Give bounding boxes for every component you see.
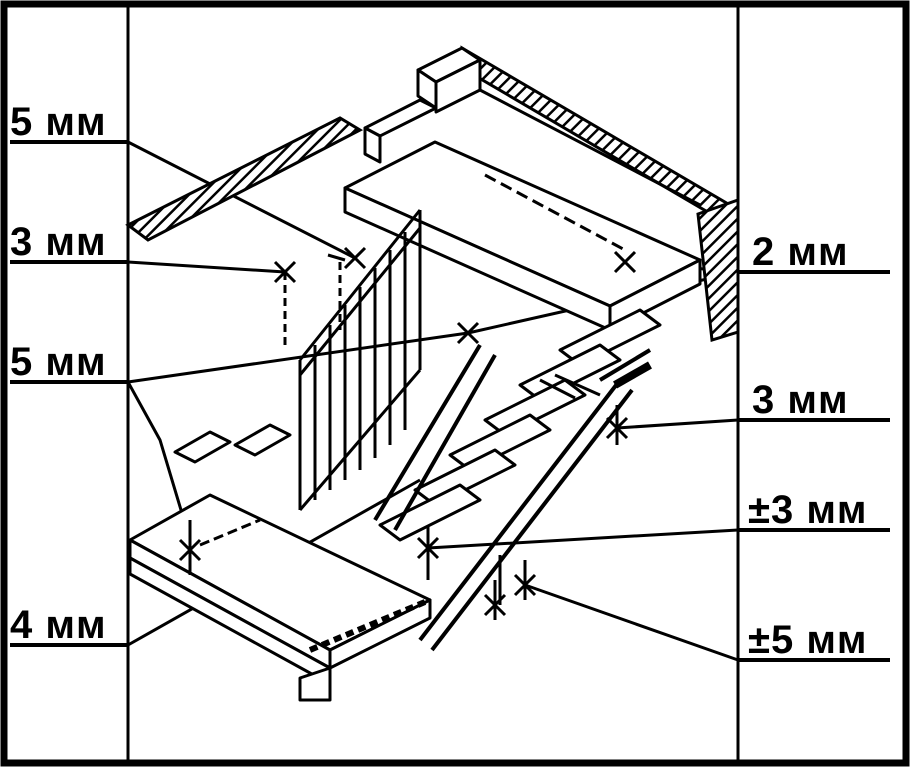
label-3mm-right: 3 мм: [752, 378, 849, 422]
label-5mm-top: 5 мм: [10, 100, 107, 144]
label-pm5mm: ±5 мм: [748, 618, 868, 662]
label-4mm: 4 мм: [10, 603, 107, 647]
stair-flight: [378, 308, 662, 542]
balusters: [283, 209, 422, 511]
stringers: [373, 343, 652, 652]
label-2mm: 2 мм: [752, 230, 849, 274]
lower-landing: [128, 423, 432, 702]
measurement-marks: [178, 246, 637, 620]
upper-landing: [343, 46, 702, 332]
label-underlines: [10, 140, 890, 662]
label-5mm-middle: 5 мм: [10, 340, 107, 384]
label-pm3mm: ±3 мм: [748, 488, 868, 532]
hatched-walls: [125, 45, 740, 342]
label-3mm-left: 3 мм: [10, 220, 107, 264]
